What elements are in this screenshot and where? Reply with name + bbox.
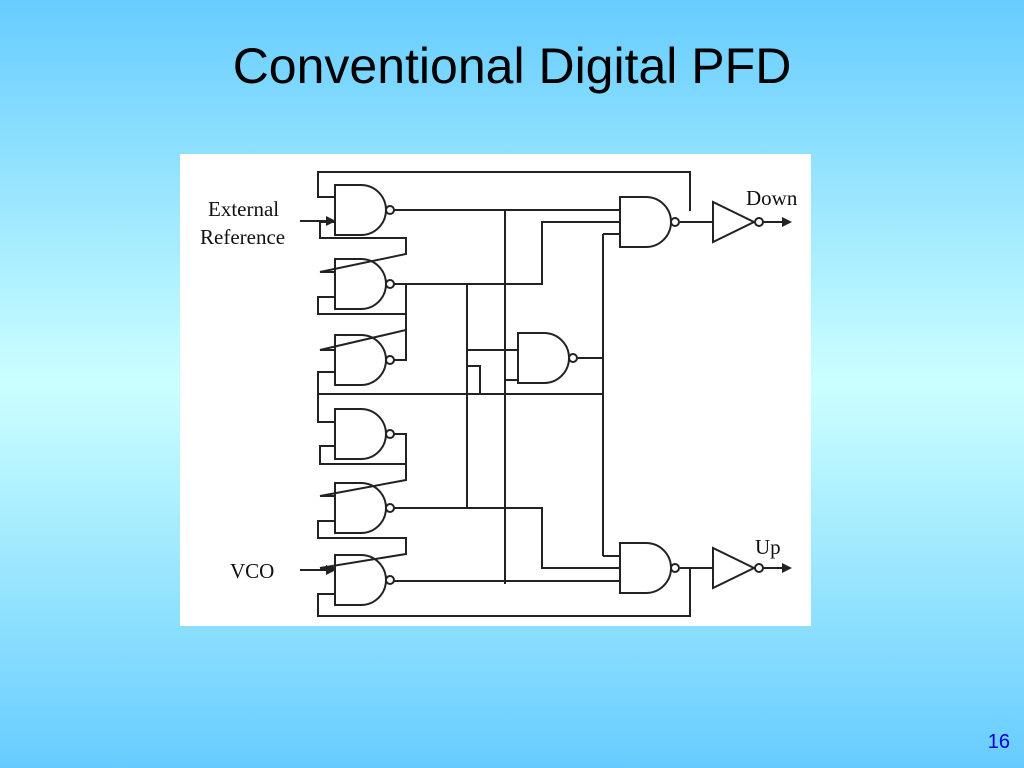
slide-title: Conventional Digital PFD: [232, 38, 792, 94]
pfd-schematic: External Reference VCO Down Up: [200, 171, 798, 617]
slide-number: 16: [987, 731, 1010, 753]
wiring: [317, 171, 713, 617]
label-vco: VCO: [230, 559, 274, 583]
nand-gate-icon: [334, 554, 395, 606]
nand-gate-icon: [619, 542, 680, 594]
label-reference: Reference: [200, 225, 285, 249]
inverter-icon: [712, 546, 792, 590]
pfd-schematic-panel: External Reference VCO Down Up: [180, 154, 811, 626]
nand-gate-icon: [619, 196, 680, 248]
nand-gate-icon: [334, 408, 395, 460]
nand-gate-icon: [334, 184, 395, 236]
label-down: Down: [746, 186, 798, 210]
nand-gate-icon: [334, 482, 395, 534]
inverter-icon: [712, 200, 792, 244]
label-external: External: [208, 197, 279, 221]
label-up: Up: [755, 535, 781, 559]
nand-gate-icon: [517, 332, 578, 384]
nand-gate-icon: [334, 334, 395, 386]
nand-gate-icon: [334, 258, 395, 310]
